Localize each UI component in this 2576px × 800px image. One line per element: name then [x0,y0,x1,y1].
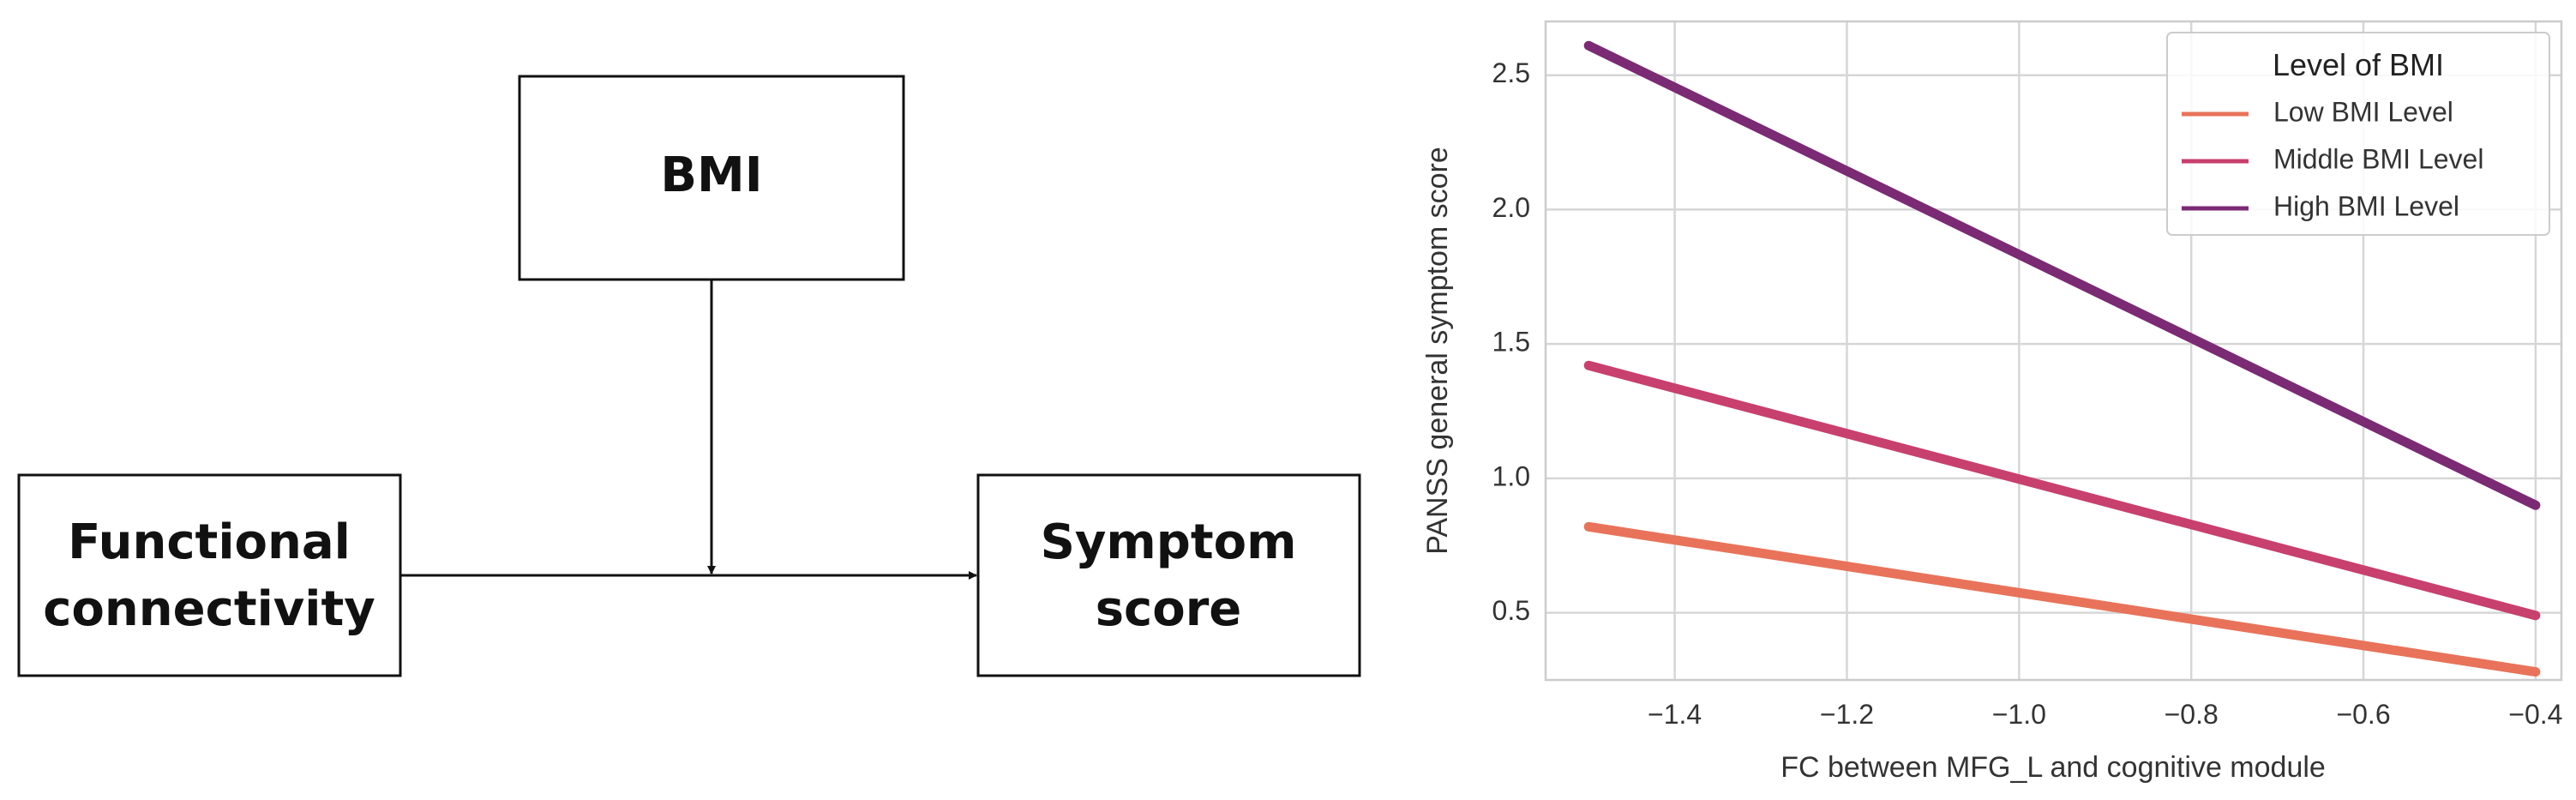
y-tick-label: 1.5 [1492,327,1530,358]
legend-label: Middle BMI Level [2273,143,2483,174]
x-tick-label: −1.4 [1648,699,1702,730]
legend-frame [2166,32,2550,236]
x-tick-label: −1.2 [1820,699,1874,730]
x-tick-label: −0.6 [2336,699,2390,730]
y-tick-label: 2.5 [1492,57,1530,88]
y-tick-label: 1.0 [1492,460,1530,491]
moderator-box [518,75,905,281]
y-axis-label: PANSS general symptom score [1421,147,1454,555]
series-line-1 [1583,360,2541,621]
moderation-diagram: BMI Functional connectivity Symptom scor… [17,75,1361,677]
moderator-label: BMI [660,147,762,203]
outcome-label-line2: score [1096,581,1242,637]
series-line-0 [1583,521,2541,677]
x-tick-labels: −1.4 −1.2 −1.0 −0.8 −0.6 −0.4 [1648,699,2562,730]
y-tick-label: 2.0 [1492,192,1530,223]
legend-label: Low BMI Level [2273,96,2453,127]
line-chart: −1.4 −1.2 −1.0 −0.8 −0.6 −0.4 0.5 1.0 1.5 2.0 2.5… [1421,20,2563,784]
legend-title: Level of BMI [2273,47,2444,82]
outcome-box [976,473,1361,677]
predictor-label-line2: connectivity [43,581,375,637]
x-tick-label: −1.0 [1992,699,2046,730]
x-tick-label: −0.4 [2508,699,2562,730]
x-axis-label: FC between MFG_L and cognitive module [1780,751,2326,784]
predictor-box [17,473,402,677]
series-lines [1583,40,2541,677]
y-tick-labels: 0.5 1.0 1.5 2.0 2.5 [1492,57,1530,626]
plot-frame [1544,20,2563,682]
outcome-label-line1: Symptom [1041,514,1297,570]
predictor-label-line1: Functional [68,514,351,570]
legend-label: High BMI Level [2273,190,2459,221]
x-tick-label: −0.8 [2165,699,2219,730]
series-line-2 [1583,40,2541,510]
y-tick-label: 0.5 [1492,595,1530,626]
